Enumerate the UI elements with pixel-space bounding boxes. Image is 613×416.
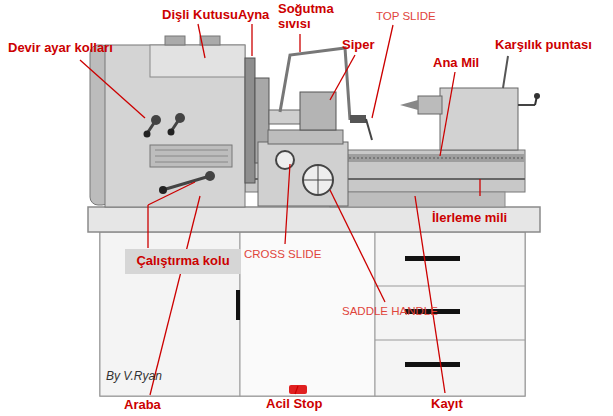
part-label: Acil Stop — [266, 397, 322, 412]
part-label: Araba — [124, 398, 161, 413]
part-label: Çalıştırma kolu — [133, 253, 233, 270]
part-label: Karşılık puntası — [495, 38, 592, 53]
part-label: By V.Ryan — [106, 370, 162, 384]
label-panel: Çalıştırma kolu — [125, 249, 241, 274]
part-label: Siper — [342, 38, 375, 53]
part-label: Devir ayar kolları — [8, 41, 113, 56]
part-label: Dişli Kutusu — [162, 8, 238, 23]
part-label: TOP SLIDE — [376, 10, 436, 23]
part-label: Ayna — [238, 8, 269, 23]
part-label: SADDLE HANDLE — [342, 305, 438, 318]
part-label: Soğutma sıvısı — [278, 2, 340, 32]
part-label: CROSS SLIDE — [244, 248, 321, 261]
part-label: Kayıt — [431, 397, 463, 412]
part-label: İlerleme mili — [432, 211, 507, 226]
part-label: Ana Mil — [433, 56, 479, 71]
